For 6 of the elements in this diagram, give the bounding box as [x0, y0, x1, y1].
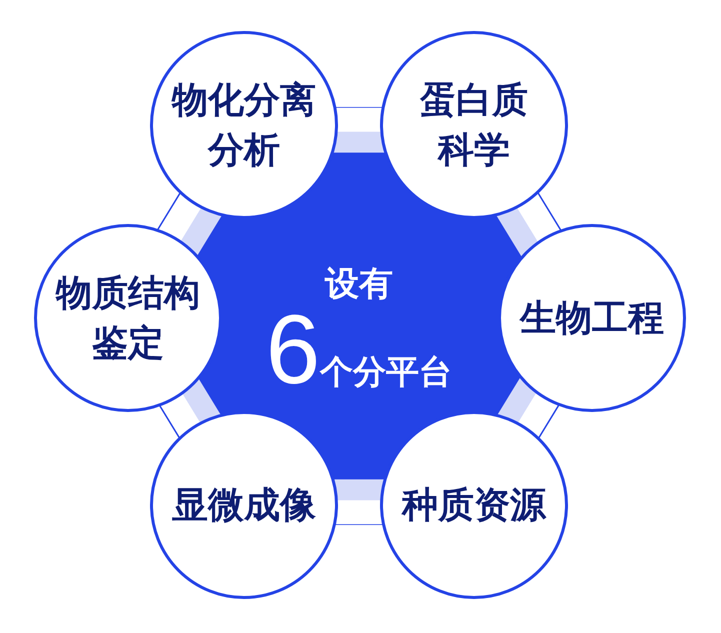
platform-name: 物化分离分析: [170, 78, 317, 172]
platform-name: 物质结构鉴定: [54, 271, 201, 365]
platform-name: 蛋白质科学: [418, 78, 529, 172]
platform-name: 种质资源: [402, 483, 546, 527]
platform-name: 生物工程: [520, 296, 664, 340]
platform-name: 显微成像: [172, 483, 316, 527]
